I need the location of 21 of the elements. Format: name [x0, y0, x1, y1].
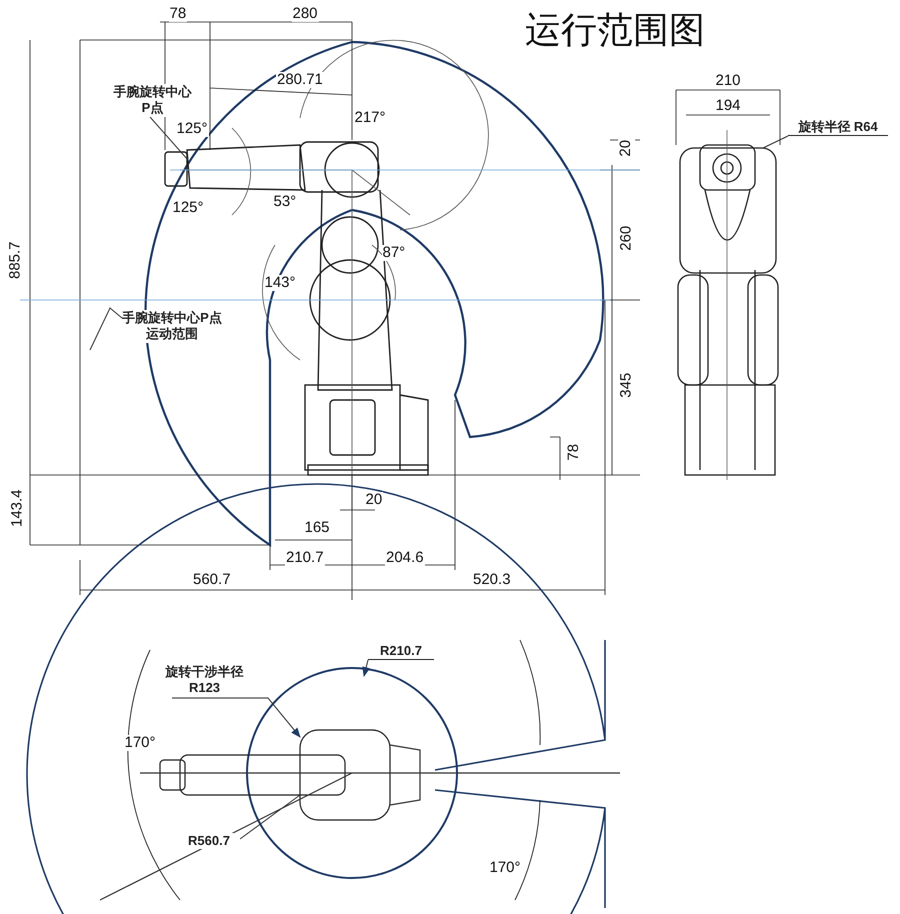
dimension-label: 78 — [168, 6, 188, 22]
leader-line — [762, 136, 788, 148]
dimension-label: 20 — [618, 138, 634, 158]
angle-label: 125° — [176, 120, 209, 137]
callout-label: R210.7 — [368, 643, 434, 660]
angle-label: 143° — [264, 274, 297, 291]
leader-line — [90, 307, 122, 350]
callout-label: 手腕旋转中心P点运动范围 — [122, 310, 222, 342]
leader-line — [172, 698, 301, 738]
dimension-label: 280 — [292, 6, 319, 22]
angle-label: 87° — [382, 244, 406, 261]
callout-label: 旋转半径 R64 — [788, 119, 888, 136]
dimension-label: 280.71 — [276, 72, 324, 88]
leader-line — [362, 660, 370, 677]
dimension-label: 210.7 — [285, 550, 325, 566]
callout-label: 手腕旋转中心P点 — [110, 84, 195, 116]
dimension-label: 204.6 — [385, 550, 425, 566]
drawing-title: 运行范围图 — [525, 9, 705, 52]
leader-line — [150, 116, 188, 160]
leader-line — [240, 794, 300, 840]
angle-label: 170° — [124, 734, 157, 751]
